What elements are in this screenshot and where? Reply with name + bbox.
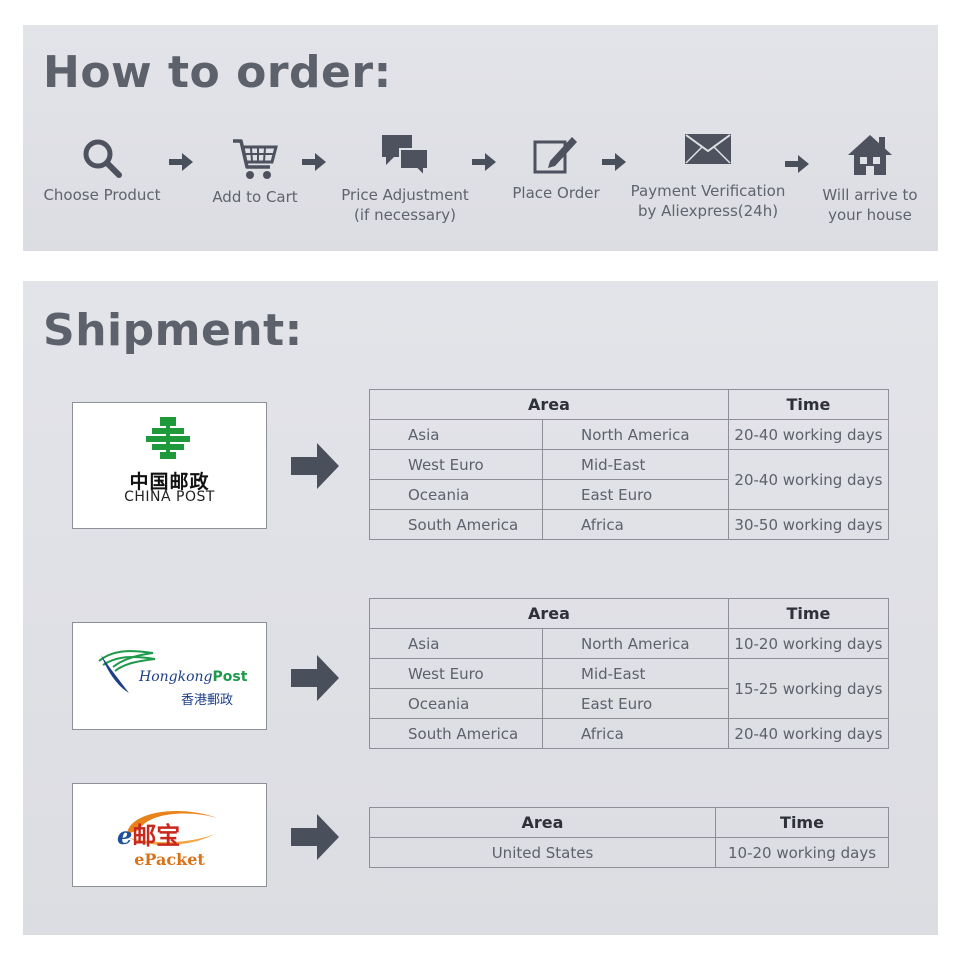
step-arrow-icon	[602, 153, 626, 171]
area-cell: Africa	[542, 509, 729, 540]
area-cell: South America	[369, 509, 543, 540]
area-cell: East Euro	[542, 688, 729, 719]
shipment-panel: Shipment: 中国邮政 CHINA POST Area Time Asia…	[23, 281, 938, 935]
time-cell: 15-25 working days	[727, 658, 890, 719]
epacket-cn: 邮宝	[132, 821, 181, 850]
time-cell: 10-20 working days	[715, 837, 889, 868]
epacket-arrow-icon	[291, 814, 339, 860]
post-word: Post	[212, 669, 248, 685]
step-arrow-icon	[785, 155, 809, 173]
area-cell: Oceania	[369, 479, 543, 510]
china-post-emblem-icon	[146, 417, 190, 459]
area-cell: West Euro	[369, 449, 543, 480]
magnifier-icon	[83, 139, 122, 178]
step-place-order: Place Order	[507, 133, 605, 213]
table-row: South America Africa 20-40 working days	[369, 718, 890, 749]
hongkong-post-name-en: HongkongPost	[139, 669, 247, 685]
time-cell: 20-40 working days	[727, 449, 890, 510]
step-label: Add to Cart	[212, 188, 298, 206]
how-to-order-panel: How to order: Choose Product Add to Cart	[23, 25, 938, 251]
area-cell: North America	[542, 628, 729, 659]
hongkong-post-logo: HongkongPost 香港郵政	[72, 622, 267, 730]
envelope-icon	[685, 134, 731, 164]
time-cell: 30-50 working days	[727, 509, 890, 540]
area-cell: East Euro	[542, 479, 729, 510]
hongkong-post-arrow-icon	[291, 655, 339, 701]
chat-bubbles-icon	[382, 135, 429, 177]
epacket-mark: e邮宝	[117, 816, 180, 851]
step-payment-verification: Payment Verification by Aliexpress(24h)	[628, 133, 788, 225]
hongkong-word: Hongkong	[139, 669, 213, 685]
area-cell: Asia	[369, 419, 543, 450]
area-cell: Mid-East	[542, 449, 729, 480]
step-will-arrive: Will arrive to your house	[813, 133, 927, 225]
area-cell: South America	[369, 718, 543, 749]
epacket-table: Area Time United States 10-20 working da…	[369, 807, 889, 868]
china-post-logo: 中国邮政 CHINA POST	[72, 402, 267, 529]
epacket-name-en: ePacket	[134, 850, 205, 869]
area-header: Area	[369, 598, 729, 629]
step-label: Price Adjustment (if necessary)	[341, 186, 469, 224]
step-choose-product: Choose Product	[37, 137, 167, 217]
area-cell: West Euro	[369, 658, 543, 689]
area-cell: North America	[542, 419, 729, 450]
step-label: Will arrive to your house	[822, 186, 918, 224]
hongkong-post-name-cn: 香港郵政	[181, 693, 234, 708]
time-cell: 10-20 working days	[727, 628, 890, 659]
table-row: United States 10-20 working days	[369, 837, 889, 868]
step-arrow-icon	[169, 153, 193, 171]
area-cell: Oceania	[369, 688, 543, 719]
area-cell: Mid-East	[542, 658, 729, 689]
china-post-name-en: CHINA POST	[124, 489, 215, 505]
epacket-logo: e邮宝 ePacket	[72, 783, 267, 887]
area-cell: United States	[369, 837, 716, 868]
step-label: Payment Verification by Aliexpress(24h)	[630, 182, 786, 220]
time-cell: 20-40 working days	[727, 419, 890, 450]
china-post-table: Area Time Asia North America 20-40 worki…	[369, 389, 890, 540]
time-header: Time	[727, 598, 890, 629]
area-header: Area	[369, 807, 716, 838]
shipment-title: Shipment:	[43, 305, 303, 356]
area-cell: Africa	[542, 718, 729, 749]
hongkong-post-bird-icon	[98, 650, 156, 693]
table-row: West Euro Mid-East 15-25 working days	[369, 658, 890, 719]
edit-pencil-icon	[533, 137, 577, 174]
area-cell: Asia	[369, 628, 543, 659]
time-header: Time	[715, 807, 889, 838]
hongkong-post-table: Area Time Asia North America 10-20 worki…	[369, 598, 890, 749]
cart-icon	[233, 139, 278, 179]
how-to-order-title: How to order:	[43, 47, 392, 98]
area-header: Area	[369, 389, 729, 420]
table-row: South America Africa 30-50 working days	[369, 509, 890, 540]
table-row: Asia North America 10-20 working days	[369, 628, 890, 659]
epacket-e: e	[117, 821, 133, 850]
time-header: Time	[727, 389, 890, 420]
table-row: Asia North America 20-40 working days	[369, 419, 890, 450]
step-label: Choose Product	[43, 186, 161, 204]
step-price-adjustment: Price Adjustment (if necessary)	[335, 133, 475, 225]
time-cell: 20-40 working days	[727, 718, 890, 749]
step-label: Place Order	[512, 184, 600, 202]
china-post-name-cn: 中国邮政	[129, 471, 210, 493]
china-post-arrow-icon	[291, 443, 339, 489]
house-icon	[848, 135, 892, 175]
step-arrow-icon	[472, 153, 496, 171]
epacket-swoosh-icon	[127, 811, 217, 846]
table-row: West Euro Mid-East 20-40 working days	[369, 449, 890, 510]
step-arrow-icon	[302, 153, 326, 171]
step-add-to-cart: Add to Cart	[203, 137, 307, 217]
